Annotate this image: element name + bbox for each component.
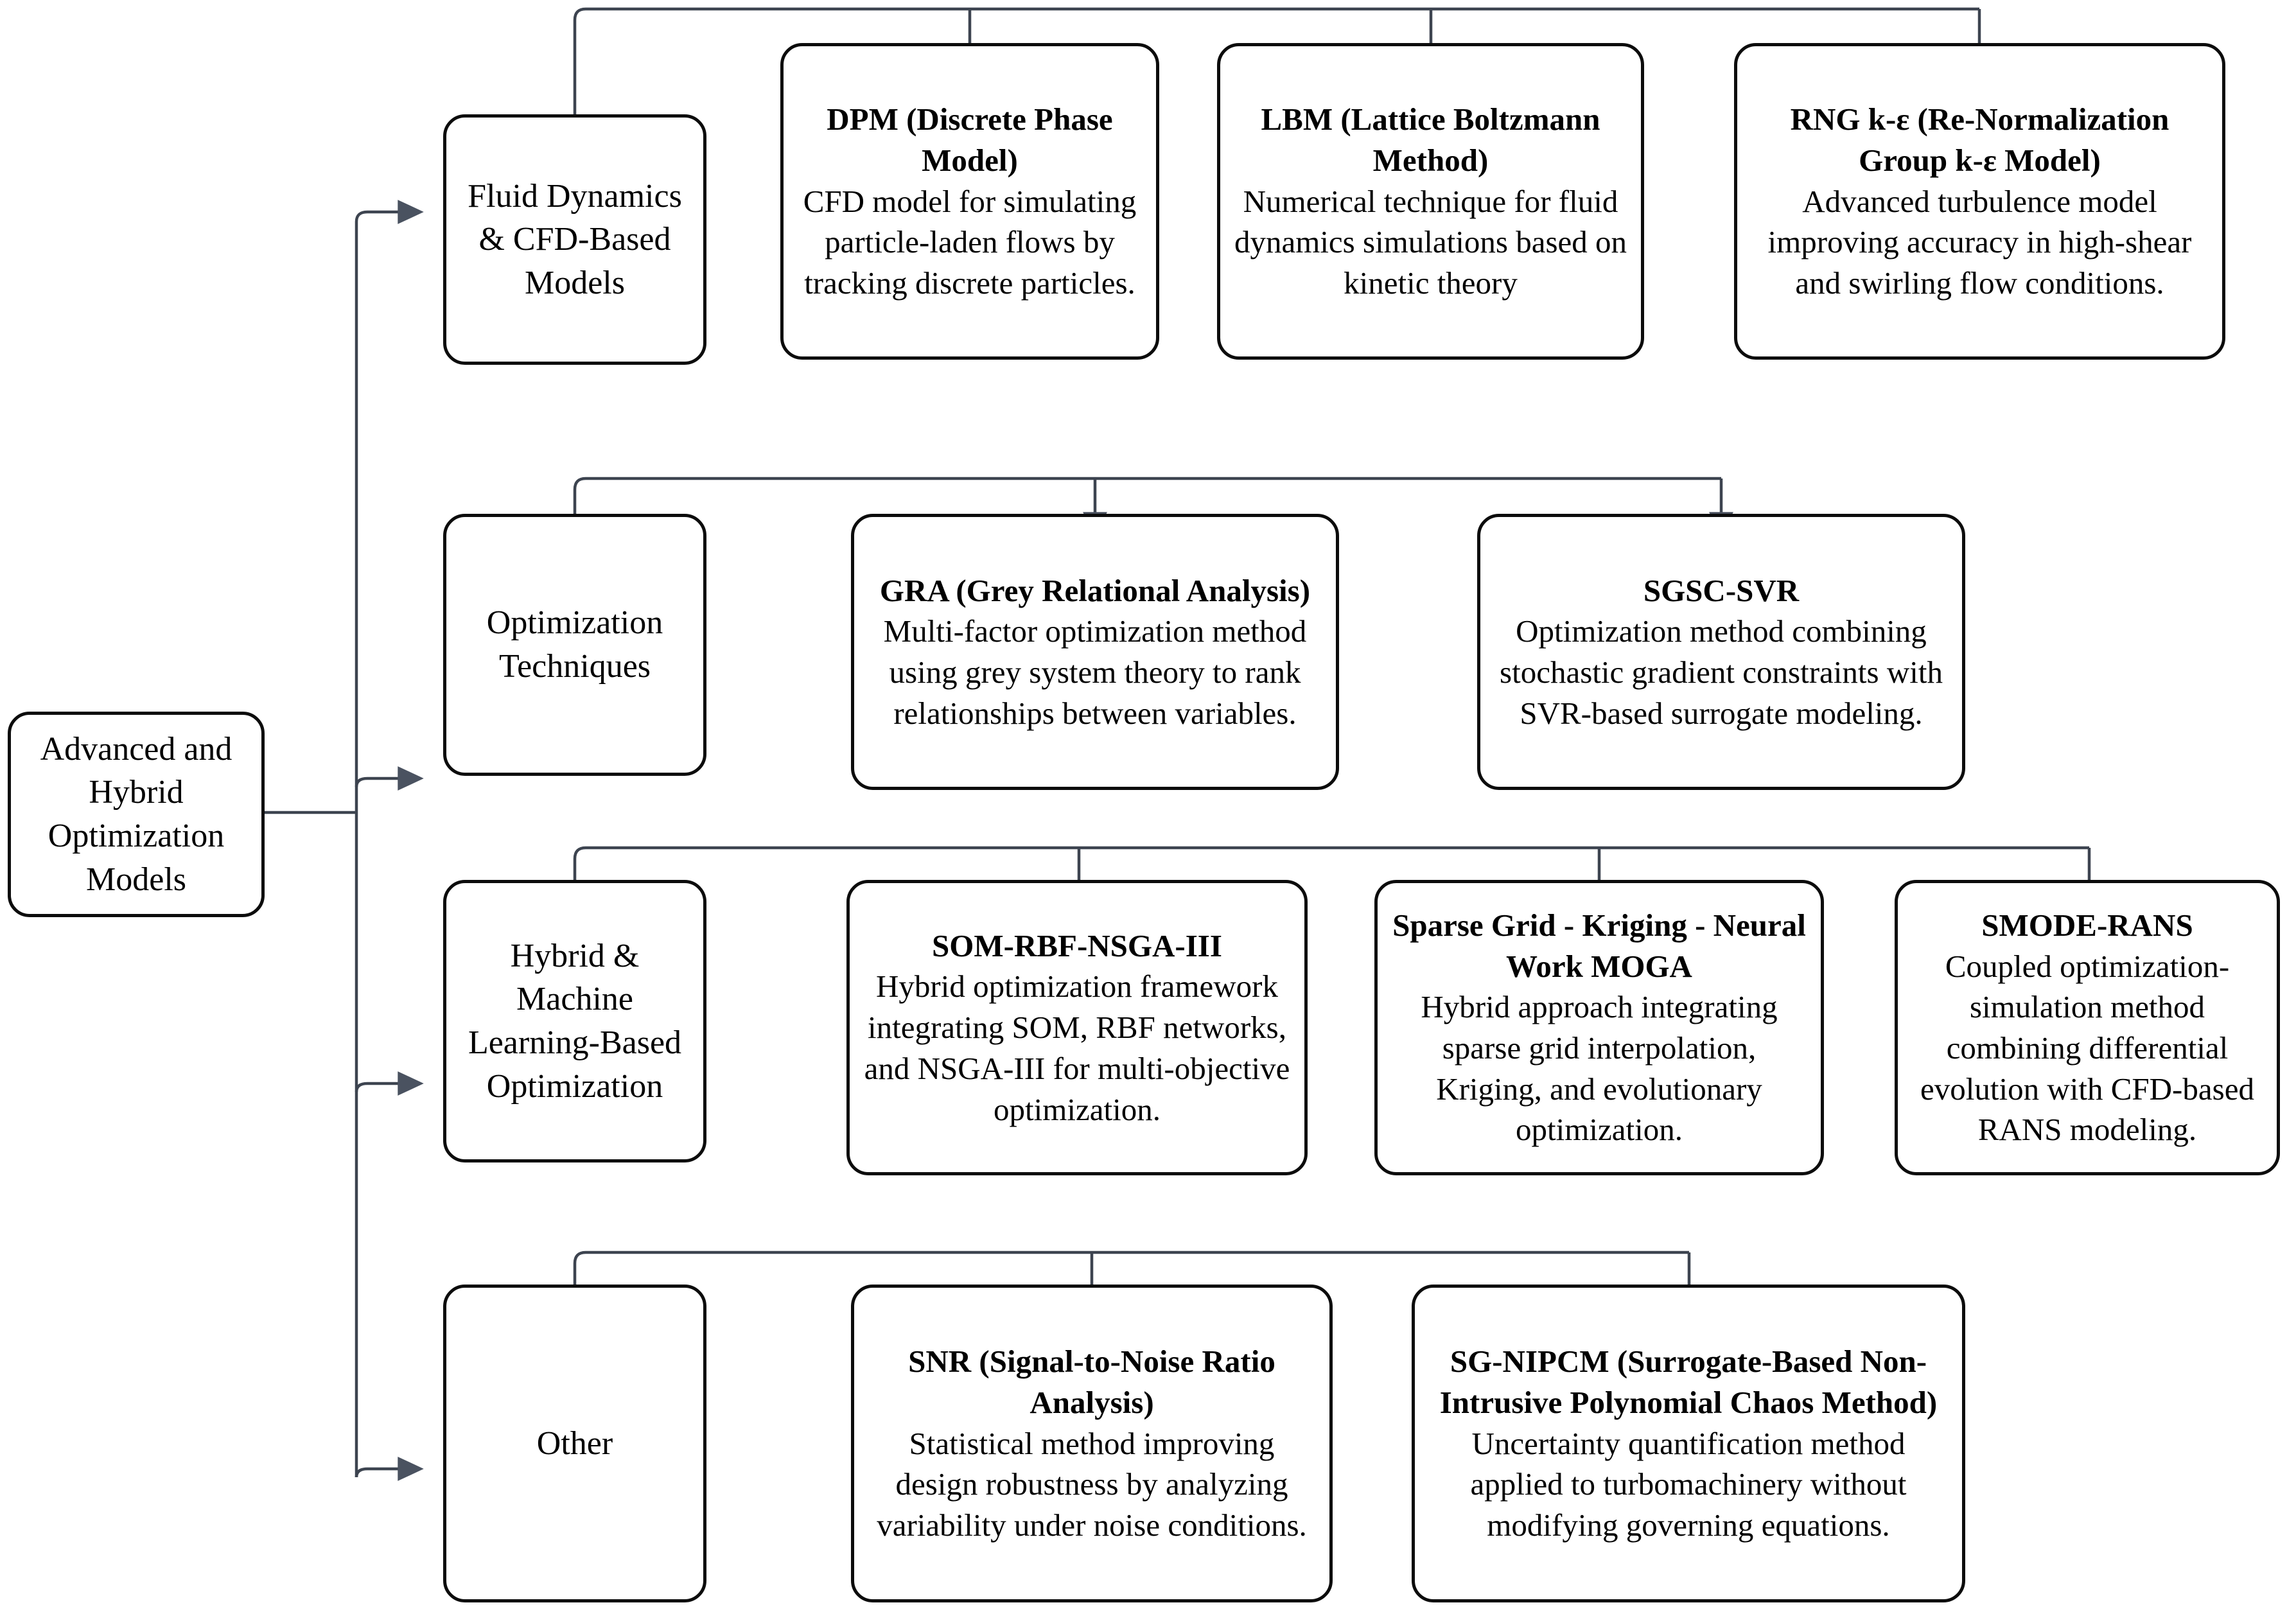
node-leaf-lbm[interactable]: LBM (Lattice Boltzmann Method) Numerical…	[1217, 43, 1644, 360]
leaf-description: Hybrid optimization framework integratin…	[864, 969, 1290, 1127]
leaf-description: Optimization method combining stochastic…	[1500, 613, 1943, 731]
category-label: Fluid Dynamics & CFD-Based Models	[468, 177, 682, 301]
wire-root-to-category-2	[355, 1071, 424, 1096]
node-category-other[interactable]: Other	[443, 1285, 706, 1602]
wire-row3-bus	[573, 1250, 1689, 1285]
node-category-fluid-dynamics-cfd-based-models[interactable]: Fluid Dynamics & CFD-Based Models	[443, 114, 706, 365]
category-label: Optimization Techniques	[486, 604, 663, 685]
node-leaf-dpm[interactable]: DPM (Discrete Phase Model) CFD model for…	[780, 43, 1159, 360]
category-label: Other	[536, 1425, 613, 1462]
leaf-description: Advanced turbulence model improving accu…	[1767, 183, 2192, 301]
node-leaf-sg-nipcm[interactable]: SG-NIPCM (Surrogate-Based Non-Intrusive …	[1412, 1285, 1965, 1602]
leaf-title: GRA (Grey Relational Analysis)	[879, 572, 1311, 608]
leaf-description: Numerical technique for fluid dynamics s…	[1234, 183, 1627, 301]
leaf-title: SGSC-SVR	[1643, 572, 1800, 608]
wire-root-to-category-1	[355, 766, 424, 791]
node-leaf-sgsc-svr[interactable]: SGSC-SVR Optimization method combining s…	[1477, 514, 1965, 790]
node-leaf-som-rbf-nsga-iii[interactable]: SOM-RBF-NSGA-III Hybrid optimization fra…	[846, 880, 1308, 1175]
wire-root-to-category-0	[355, 200, 424, 224]
wire-row1-bus	[573, 477, 1721, 514]
node-root[interactable]: Advanced and Hybrid Optimization Models	[8, 712, 265, 917]
leaf-title: RNG k-ε (Re-Normalization Group k-ε Mode…	[1790, 101, 2169, 178]
leaf-description: Uncertainty quantification method applie…	[1470, 1425, 1907, 1543]
leaf-description: Hybrid approach integrating sparse grid …	[1421, 989, 1778, 1148]
wire-row2-bus	[573, 846, 2089, 880]
leaf-title: DPM (Discrete Phase Model)	[827, 101, 1113, 178]
leaf-description: Statistical method improving design robu…	[877, 1425, 1307, 1543]
node-leaf-sparse-grid-kriging-neural-work-moga[interactable]: Sparse Grid - Kriging - Neural Work MOGA…	[1374, 880, 1824, 1175]
wire-root-to-category-3	[355, 1457, 424, 1481]
leaf-description: Multi-factor optimization method using g…	[883, 613, 1307, 731]
leaf-title: SG-NIPCM (Surrogate-Based Non-Intrusive …	[1439, 1344, 1938, 1420]
node-root-label: Advanced and Hybrid Optimization Models	[40, 730, 232, 898]
leaf-title: SOM-RBF-NSGA-III	[932, 927, 1222, 963]
node-category-optimization-techniques[interactable]: Optimization Techniques	[443, 514, 706, 776]
leaf-title: LBM (Lattice Boltzmann Method)	[1261, 101, 1600, 178]
node-category-hybrid-machine-learning-based-optimization[interactable]: Hybrid & Machine Learning-Based Optimiza…	[443, 880, 706, 1162]
node-leaf-smode-rans[interactable]: SMODE-RANS Coupled optimization-simulati…	[1895, 880, 2280, 1175]
leaf-title: SNR (Signal-to-Noise Ratio Analysis)	[908, 1344, 1275, 1420]
leaf-title: Sparse Grid - Kriging - Neural Work MOGA	[1392, 907, 1806, 984]
leaf-description: CFD model for simulating particle-laden …	[803, 183, 1137, 301]
node-leaf-snr[interactable]: SNR (Signal-to-Noise Ratio Analysis) Sta…	[851, 1285, 1333, 1602]
leaf-title: SMODE-RANS	[1981, 907, 2193, 943]
node-leaf-gra[interactable]: GRA (Grey Relational Analysis) Multi-fac…	[851, 514, 1339, 790]
leaf-description: Coupled optimization-simulation method c…	[1920, 948, 2254, 1148]
node-leaf-rng-k-epsilon[interactable]: RNG k-ε (Re-Normalization Group k-ε Mode…	[1734, 43, 2225, 360]
category-label: Hybrid & Machine Learning-Based Optimiza…	[468, 937, 682, 1105]
